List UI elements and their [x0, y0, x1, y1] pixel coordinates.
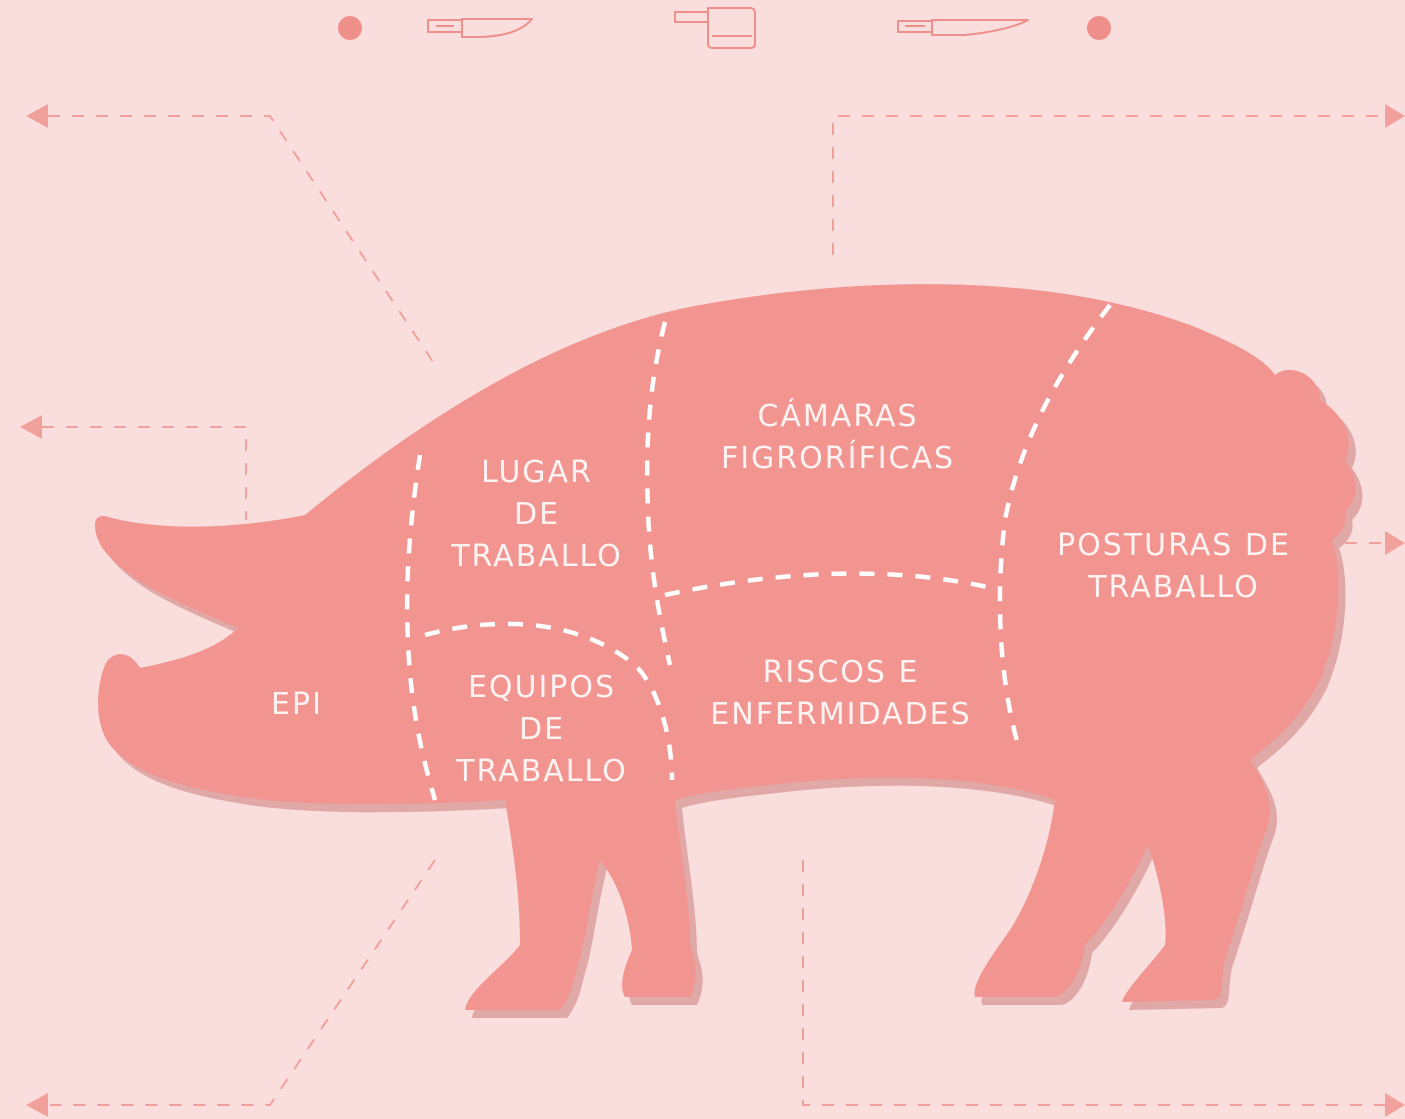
- guide-bottom-left: [50, 859, 436, 1106]
- chef-knife-icon: [897, 19, 1029, 36]
- label-lugar-de-traballo: LUGAR DE TRABALLO: [450, 455, 623, 574]
- cut-line-ham: [997, 303, 1112, 746]
- guide-lines: [20, 104, 1405, 1117]
- label-line: POSTURAS DE: [1057, 528, 1291, 563]
- dot-icon: [1087, 16, 1111, 40]
- cut-lines: [404, 303, 1112, 801]
- label-line: TRABALLO: [1087, 570, 1260, 605]
- arrow-left-icon: [26, 1093, 48, 1117]
- arrow-left-icon: [26, 104, 48, 128]
- boning-knife-icon: [427, 18, 533, 38]
- label-riscos-e-enfermidades: RISCOS E ENFERMIDADES: [710, 655, 971, 732]
- label-line: CÁMARAS: [757, 398, 918, 434]
- label-line: TRABALLO: [450, 539, 623, 574]
- header-icons: [338, 7, 1111, 49]
- guide-top-right: [832, 115, 1385, 255]
- arrow-right-icon: [1385, 104, 1405, 128]
- label-equipos-de-traballo: EQUIPOS DE TRABALLO: [455, 670, 628, 789]
- label-posturas-de-traballo: POSTURAS DE TRABALLO: [1057, 528, 1291, 605]
- label-line: RISCOS E: [763, 655, 920, 690]
- label-line: DE: [519, 712, 565, 747]
- pig-silhouette: [95, 284, 1363, 1018]
- label-line: DE: [514, 497, 560, 532]
- label-epi: EPI: [271, 687, 323, 722]
- label-camaras-frigorificas: CÁMARAS FIGRORÍFICAS: [721, 398, 955, 476]
- guide-top-left: [48, 115, 436, 366]
- label-line: TRABALLO: [455, 754, 628, 789]
- label-line: FIGRORÍFICAS: [721, 440, 955, 476]
- arrow-right-icon: [1385, 1093, 1405, 1117]
- guide-mid-left: [42, 426, 247, 520]
- cut-line-neck: [404, 454, 438, 801]
- label-line: ENFERMIDADES: [710, 697, 971, 732]
- pig-body: [95, 284, 1356, 1010]
- guide-bottom-right: [802, 860, 1385, 1106]
- label-line: EQUIPOS: [468, 670, 616, 705]
- cut-line-shoulder: [424, 621, 675, 781]
- arrow-right-icon: [1385, 531, 1405, 555]
- section-labels: EPI LUGAR DE TRABALLO EQUIPOS DE TRABALL…: [271, 398, 1291, 789]
- dot-icon: [338, 16, 362, 40]
- cut-line-belly: [664, 571, 1001, 598]
- label-line: LUGAR: [481, 455, 593, 490]
- meat-cleaver-icon: [674, 7, 756, 49]
- arrow-left-icon: [20, 415, 42, 439]
